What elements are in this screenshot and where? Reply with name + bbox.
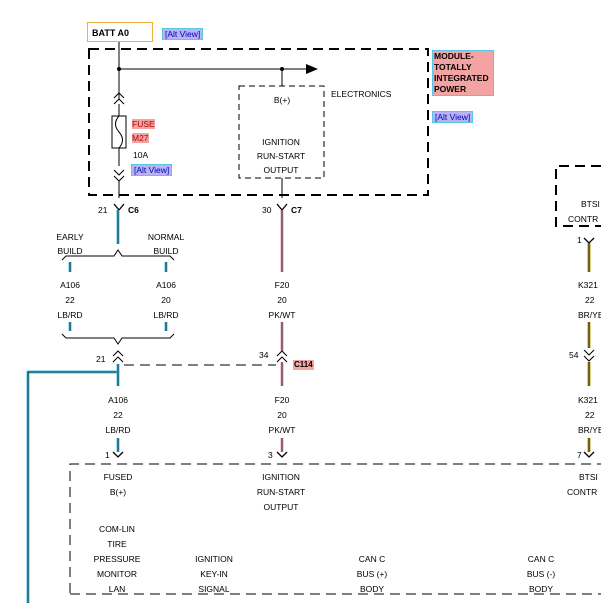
btsi-pin-mid: 54 — [569, 350, 579, 360]
fuse-id[interactable]: M27 — [132, 133, 149, 143]
c7-connector-icon — [276, 203, 288, 212]
bottom-pin-mid: 3 — [268, 450, 273, 460]
c7-pin: 30 — [262, 205, 272, 215]
bottom-connector-left — [112, 451, 124, 458]
c114-pin-left: 21 — [96, 354, 106, 364]
bottom-pin-left: 1 — [105, 450, 110, 460]
module-name-line: POWER — [434, 84, 467, 94]
bus-arrow — [306, 64, 318, 74]
c6-connector-icon — [113, 203, 125, 212]
bplus-label: B(+) — [273, 95, 291, 105]
fuse-element — [115, 115, 123, 149]
module-boundary — [88, 48, 429, 196]
module-alt-view-link[interactable]: [Alt View] — [432, 111, 474, 123]
fuse-connector-top — [113, 92, 125, 105]
module-name-line: TOTALLY — [434, 62, 472, 72]
c114-connector-label[interactable]: C114 — [293, 360, 314, 370]
c114-connector-right — [276, 350, 288, 363]
battery-alt-view-link[interactable]: [Alt View] — [162, 28, 204, 40]
btsi-boundary — [555, 165, 601, 227]
btsi-connector-top — [583, 237, 595, 244]
btsi-pin-top: 1 — [577, 235, 582, 245]
bottom-connector-mid — [276, 451, 288, 458]
junction-dot — [280, 67, 284, 71]
btsi-connector-mid — [583, 349, 595, 362]
c6-pin: 21 — [98, 205, 108, 215]
c6-connector-label[interactable]: C6 — [128, 205, 139, 215]
module-name-line: MODULE- — [434, 51, 474, 61]
fuse-alt-view-link[interactable]: [Alt View] — [131, 164, 173, 176]
fuse-rating: 10A — [133, 150, 149, 160]
bottom-module-boundary — [69, 463, 601, 593]
build-split-bracket — [61, 249, 175, 261]
c114-pin-right: 34 — [259, 350, 269, 360]
module-name-line: INTEGRATED — [434, 73, 489, 83]
btsi-pin-bottom: 7 — [577, 450, 582, 460]
module-name[interactable]: MODULE- TOTALLY INTEGRATED POWER — [432, 50, 494, 96]
battery-label[interactable]: BATT A0 — [87, 22, 153, 42]
build-merge-bracket — [61, 333, 175, 345]
c114-connector-left — [112, 350, 124, 363]
c7-connector-label[interactable]: C7 — [291, 205, 302, 215]
ignition-output-label: IGNITION RUN-START OUTPUT — [256, 137, 306, 175]
btsi-connector-bottom — [583, 451, 595, 458]
fuse-connector-bottom — [113, 169, 125, 182]
electronics-label: ELECTRONICS — [331, 89, 392, 99]
fuse-label[interactable]: FUSE — [132, 119, 155, 129]
